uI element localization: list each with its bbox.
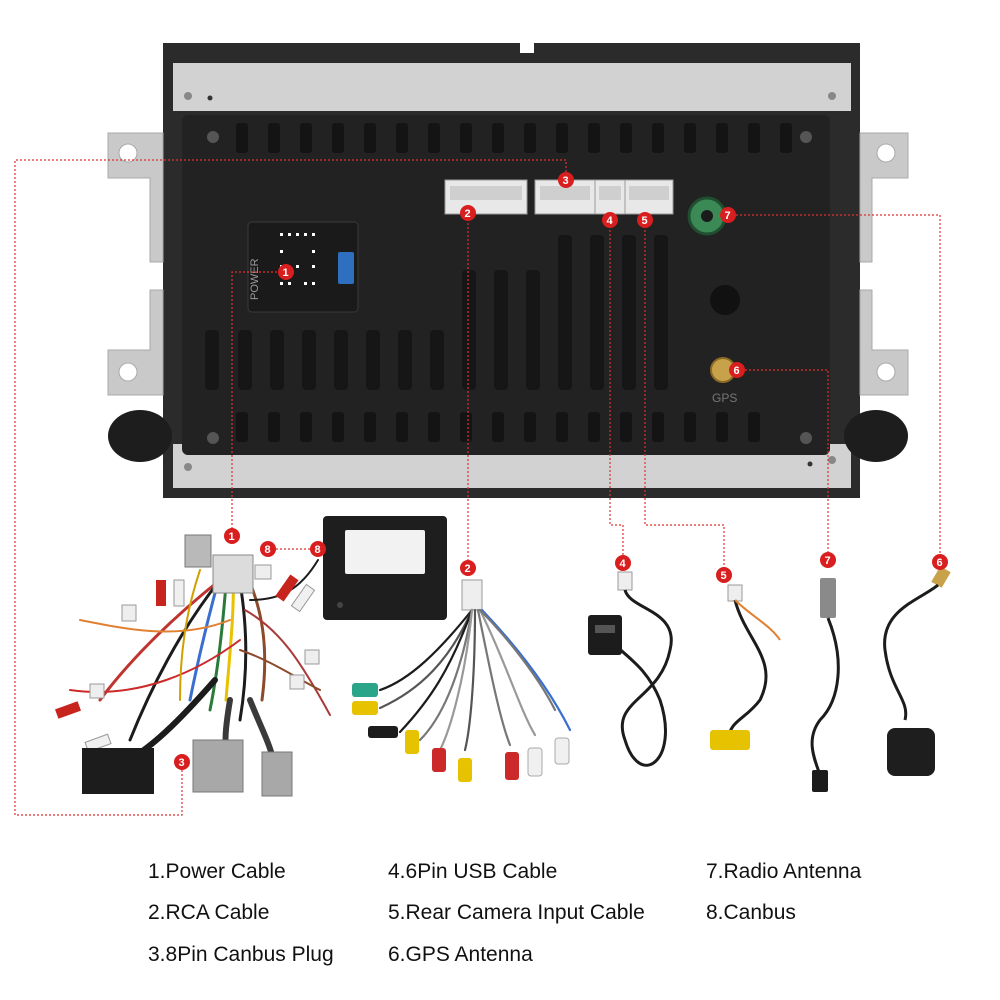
badge-4-cable: 4	[615, 555, 631, 571]
fuse	[338, 252, 354, 284]
badge-5-unit-label: 5	[642, 215, 648, 227]
legend-item-power-cable: 1.Power Cable	[148, 860, 286, 883]
badge-7-cable-label: 7	[825, 555, 831, 567]
legend-item-rear-camera-cable: 5.Rear Camera Input Cable	[388, 901, 645, 924]
badge-5-cable: 5	[716, 567, 732, 583]
leader-line-7	[728, 214, 941, 562]
top-plate	[173, 63, 851, 111]
legend-item-rca-cable: 2.RCA Cable	[148, 901, 270, 924]
number-badges: 1 2 3 4 5 7 6 1 8 8 2 4 5 7 6 3	[174, 172, 948, 770]
badge-6-unit: 6	[729, 362, 745, 378]
badge-1-unit-label: 1	[283, 267, 289, 279]
round-port	[710, 285, 740, 315]
badge-7-unit: 7	[720, 207, 736, 223]
radio-antenna-cable	[810, 578, 840, 792]
camera-connector-block	[624, 179, 674, 215]
badge-2-cable-label: 2	[465, 563, 471, 575]
legend-item-usb-cable: 4.6Pin USB Cable	[388, 860, 558, 883]
leader-lines	[14, 159, 941, 816]
rca-cable	[352, 579, 572, 782]
leader-line-6	[737, 369, 829, 560]
badge-5-cable-label: 5	[721, 570, 727, 582]
leader-line-1	[231, 271, 285, 535]
power-connector-housing	[247, 221, 359, 313]
badge-8-left-label: 8	[265, 544, 271, 556]
badge-5-unit: 5	[637, 212, 653, 228]
left-bracket	[107, 132, 164, 396]
badge-3-cable: 3	[174, 754, 190, 770]
badge-2-unit-label: 2	[465, 208, 471, 220]
badge-7-unit-label: 7	[725, 210, 731, 222]
bottom-vents	[236, 412, 760, 442]
rca-connector	[444, 179, 528, 215]
legend-item-radio-antenna: 7.Radio Antenna	[706, 860, 862, 883]
badge-1-cable: 1	[224, 528, 240, 544]
power-harness-plugs	[55, 534, 320, 797]
badge-1-cable-label: 1	[229, 531, 235, 543]
badge-7-cable: 7	[820, 552, 836, 568]
fin-vents	[205, 235, 668, 390]
badge-2-cable: 2	[460, 560, 476, 576]
legend-item-canbus: 8.Canbus	[706, 901, 796, 924]
top-vents	[236, 123, 792, 153]
badge-4-unit-label: 4	[607, 215, 614, 227]
badge-4-cable-label: 4	[620, 558, 627, 570]
right-bracket	[859, 132, 909, 396]
badge-4-unit: 4	[602, 212, 618, 228]
badge-6-unit-label: 6	[734, 365, 740, 377]
usb-cable	[588, 571, 673, 767]
badge-6-cable-label: 6	[937, 557, 943, 569]
badge-8-left: 8	[260, 541, 276, 557]
badge-8-right: 8	[310, 541, 326, 557]
badge-8-right-label: 8	[315, 544, 321, 556]
power-connector-pins	[280, 233, 315, 285]
leader-line-3	[14, 159, 567, 816]
gps-antenna-cable	[883, 566, 951, 776]
badge-3-cable-label: 3	[179, 757, 185, 769]
badge-2-unit: 2	[460, 205, 476, 221]
rear-camera-cable	[710, 584, 781, 750]
badge-1-unit: 1	[278, 264, 294, 280]
head-unit: POWER GPS	[107, 43, 909, 498]
badge-3-unit: 3	[558, 172, 574, 188]
legend-item-canbus-plug: 3.8Pin Canbus Plug	[148, 943, 334, 966]
legend-item-gps-antenna: 6.GPS Antenna	[388, 943, 533, 966]
canbus-box	[323, 516, 447, 620]
usb-connector-block	[594, 179, 626, 215]
right-foot	[844, 410, 908, 462]
power-label: POWER	[249, 258, 261, 300]
badge-3-unit-label: 3	[563, 175, 569, 187]
leader-line-4	[609, 222, 624, 563]
left-foot	[108, 410, 172, 462]
badge-6-cable: 6	[932, 554, 948, 570]
gps-label: GPS	[712, 391, 737, 405]
